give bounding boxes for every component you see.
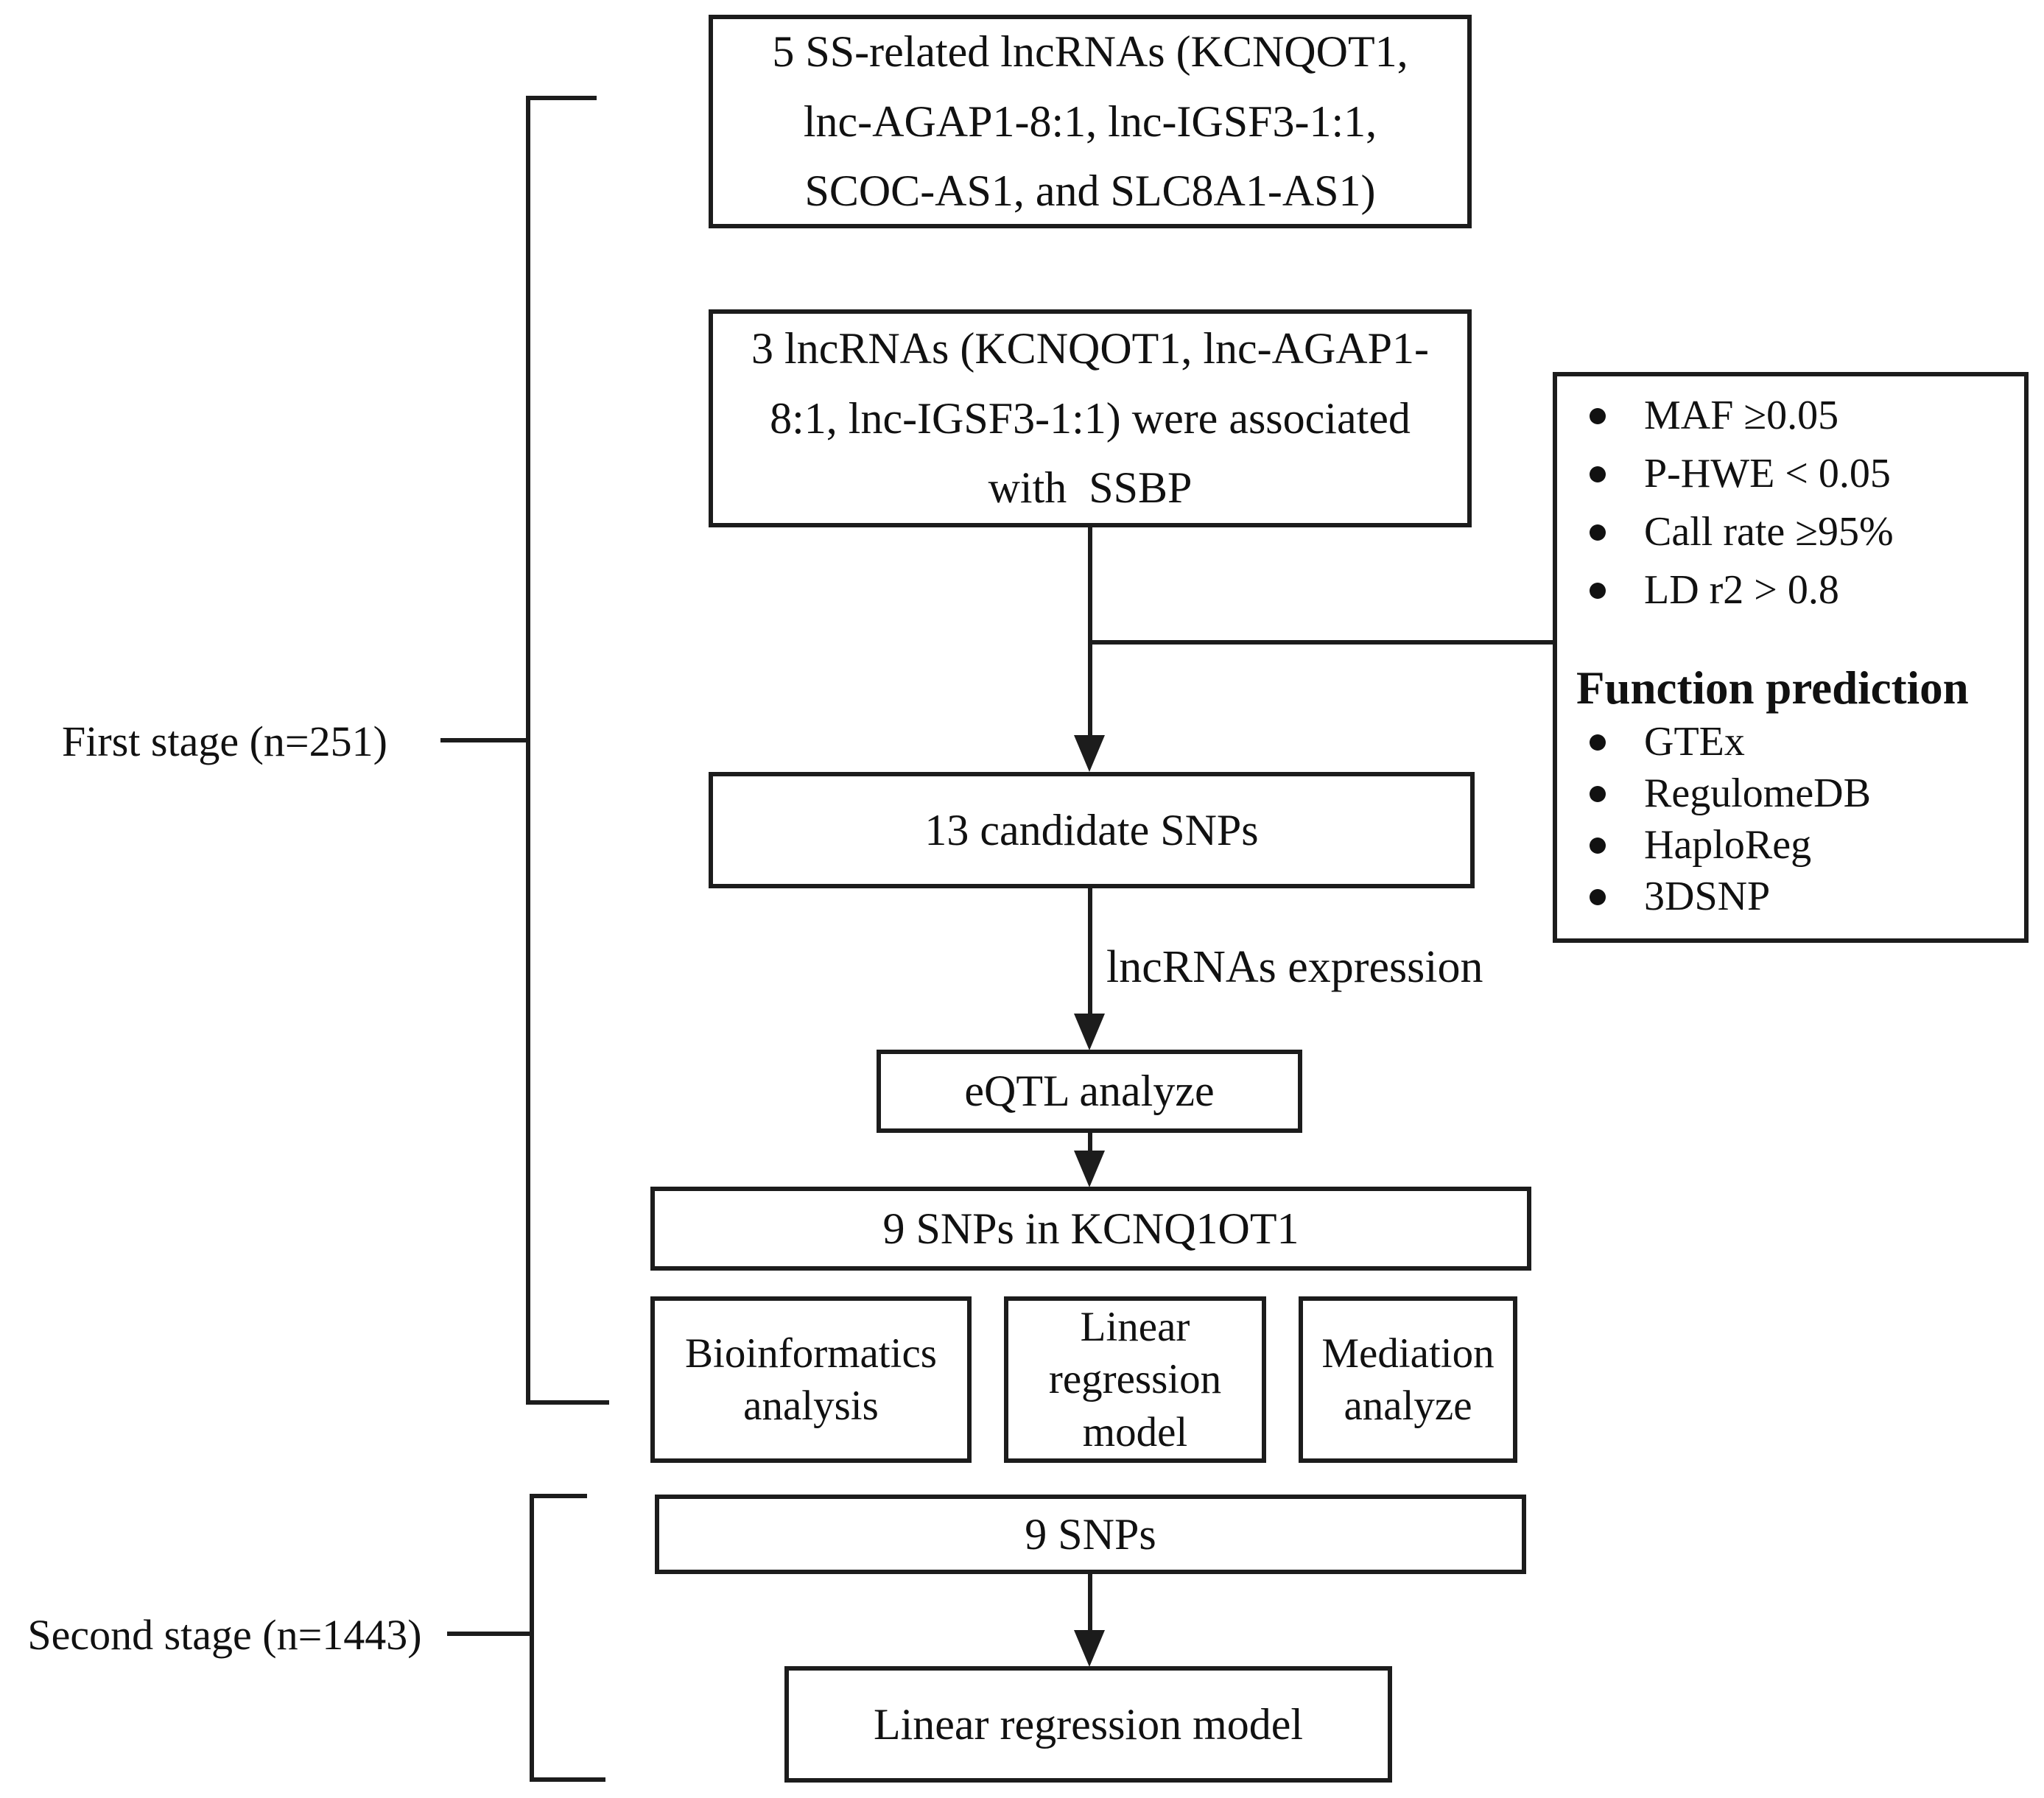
box-line: SCOC-AS1, and SLC8A1-AS1) xyxy=(804,166,1376,216)
bullet-icon xyxy=(1590,407,1606,424)
criteria-tool-item: RegulomeDB xyxy=(1576,768,2012,820)
criteria-item: P-HWE < 0.05 xyxy=(1576,445,2012,503)
box-line: analyze xyxy=(1344,1383,1472,1429)
box-13-candidate-snps: 13 candidate SNPs xyxy=(709,772,1475,888)
bullet-icon xyxy=(1590,466,1606,482)
criteria-tool-label: 3DSNP xyxy=(1644,874,1771,920)
second-stage-bracket-bottom-tick xyxy=(530,1777,605,1782)
box-line: 9 SNPs xyxy=(1025,1509,1156,1559)
criteria-item-label: Call rate ≥95% xyxy=(1644,508,1894,555)
box-9-snps-in-kcnq1ot1: 9 SNPs in KCNQ1OT1 xyxy=(650,1187,1531,1271)
first-stage-bracket-top-tick xyxy=(526,96,597,100)
criteria-item: MAF ≥0.05 xyxy=(1576,387,2012,445)
second-stage-bracket-top-tick xyxy=(530,1494,587,1498)
second-stage-label-connector xyxy=(447,1632,530,1636)
arrowhead-eqtl xyxy=(1074,1014,1105,1050)
box-three-lncrnas-ssbp: 3 lncRNAs (KCNQOT1, lnc-AGAP1- 8:1, lnc-… xyxy=(709,309,1472,527)
criteria-tool-item: HaploReg xyxy=(1576,820,2012,871)
box-line: lnc-AGAP1-8:1, lnc-IGSF3-1:1, xyxy=(803,96,1377,146)
criteria-item: LD r2 > 0.8 xyxy=(1576,561,2012,619)
lncrnas-expression-label: lncRNAs expression xyxy=(1106,942,1483,992)
box-linear-regression-model-stage2: Linear regression model xyxy=(784,1666,1392,1783)
criteria-item-label: MAF ≥0.05 xyxy=(1644,392,1839,438)
function-prediction-heading: Function prediction xyxy=(1576,662,1969,714)
connector-eqtl-to-kcnq1ot1 xyxy=(1088,1133,1092,1152)
first-stage-label: First stage (n=251) xyxy=(62,717,387,765)
box-linear-regression-model: Linear regression model xyxy=(1004,1296,1266,1463)
criteria-item-label: LD r2 > 0.8 xyxy=(1644,566,1839,613)
criteria-tool-item: 3DSNP xyxy=(1576,871,2012,923)
box-bioinformatics-analysis: Bioinformatics analysis xyxy=(650,1296,972,1463)
second-stage-bracket-line xyxy=(530,1494,534,1782)
bullet-icon xyxy=(1590,889,1606,905)
box-line: analysis xyxy=(743,1383,879,1429)
box-line: 13 candidate SNPs xyxy=(924,805,1259,854)
box-eqtl-analyze: eQTL analyze xyxy=(877,1050,1302,1133)
box-line: Mediation xyxy=(1321,1330,1495,1377)
first-stage-label-connector xyxy=(440,738,526,742)
box-mediation-analyze: Mediation analyze xyxy=(1299,1296,1517,1463)
connector-candidates-to-eqtl xyxy=(1088,888,1092,1015)
criteria-tool-label: RegulomeDB xyxy=(1644,770,1871,817)
criteria-tool-label: HaploReg xyxy=(1644,822,1812,868)
box-line: regression xyxy=(1048,1356,1222,1403)
arrowhead-regression xyxy=(1074,1630,1105,1667)
box-line: Linear regression model xyxy=(873,1699,1304,1749)
bullet-icon xyxy=(1590,734,1606,751)
criteria-item: Call rate ≥95% xyxy=(1576,503,2012,561)
box-five-ss-related-lncrnas: 5 SS-related lncRNAs (KCNQOT1, lnc-AGAP1… xyxy=(709,15,1472,228)
criteria-tool-label: GTEx xyxy=(1644,719,1745,765)
box-line: Bioinformatics xyxy=(685,1330,937,1377)
connector-9snps-to-regression xyxy=(1088,1574,1092,1632)
arrowhead-kcnq1ot1 xyxy=(1074,1151,1105,1187)
first-stage-bracket-bottom-tick xyxy=(526,1400,609,1405)
second-stage-label: Second stage (n=1443) xyxy=(27,1611,422,1659)
bullet-icon xyxy=(1590,582,1606,599)
connector-ssbp-to-candidates xyxy=(1088,527,1092,738)
connector-branch-to-criteria xyxy=(1090,640,1553,645)
box-line: with SSBP xyxy=(988,463,1193,513)
box-line: 9 SNPs in KCNQ1OT1 xyxy=(882,1204,1299,1253)
box-line: Linear xyxy=(1080,1304,1190,1351)
bullet-icon xyxy=(1590,786,1606,802)
box-9-snps: 9 SNPs xyxy=(655,1495,1526,1574)
box-line: eQTL analyze xyxy=(964,1067,1215,1116)
bullet-icon xyxy=(1590,524,1606,541)
arrowhead-candidates xyxy=(1074,735,1105,772)
criteria-spacer xyxy=(1576,619,2012,661)
panel-snp-selection-criteria: MAF ≥0.05 P-HWE < 0.05 Call rate ≥95% LD… xyxy=(1553,372,2029,943)
box-line: 8:1, lnc-IGSF3-1:1) were associated xyxy=(770,393,1411,443)
criteria-item-label: P-HWE < 0.05 xyxy=(1644,450,1891,496)
box-line: model xyxy=(1082,1408,1188,1455)
box-line: 3 lncRNAs (KCNQOT1, lnc-AGAP1- xyxy=(751,323,1429,373)
box-line: 5 SS-related lncRNAs (KCNQOT1, xyxy=(772,27,1408,76)
first-stage-bracket-line xyxy=(526,96,530,1405)
criteria-tool-item: GTEx xyxy=(1576,717,2012,768)
bullet-icon xyxy=(1590,837,1606,854)
